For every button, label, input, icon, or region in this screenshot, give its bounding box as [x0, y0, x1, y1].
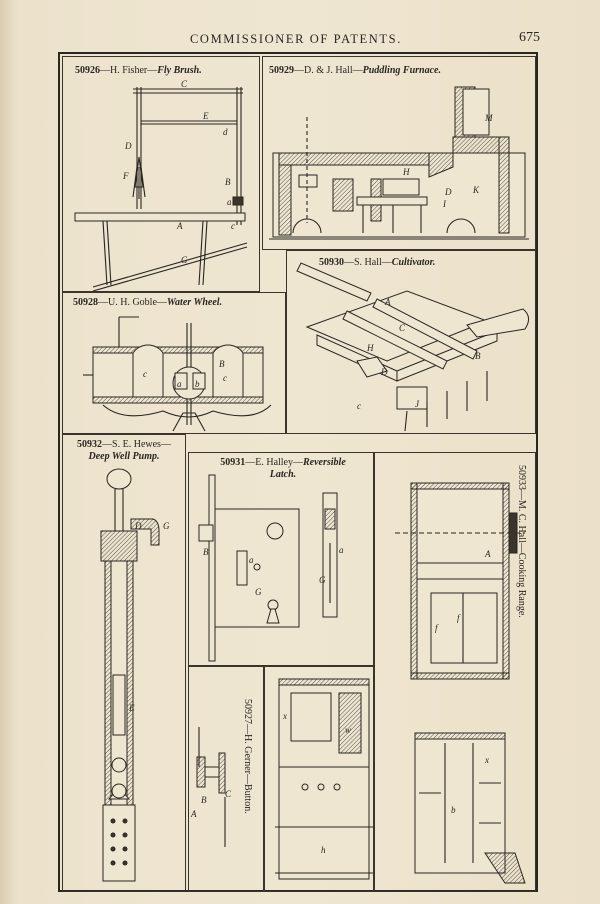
svg-text:J: J: [415, 399, 420, 409]
panel-deep-well-pump: 50932—S. E. Hewes— Deep Well Pump.: [62, 434, 186, 892]
svg-text:D: D: [124, 141, 132, 151]
range-detail-drawing: h x w: [275, 678, 373, 880]
panel-cooking-range: 50933—M. C. Hall—Cooking Range.: [374, 452, 536, 892]
svg-text:a: a: [227, 197, 232, 207]
svg-text:B: B: [201, 795, 207, 805]
svg-text:B: B: [203, 547, 209, 557]
svg-text:f: f: [435, 623, 439, 633]
svg-text:D: D: [444, 187, 452, 197]
caption-reversible-latch: 50931—E. Halley—Reversible Latch.: [220, 457, 346, 480]
furnace-drawing: M H D K I: [269, 86, 529, 240]
panel-water-wheel: 50928—U. H. Goble—Water Wheel. c a b: [62, 292, 286, 434]
panel-cultivator: 50930—S. Hall—Cultivator. A C H B D J c: [286, 250, 536, 434]
panel-puddling-furnace: 50929—D. & J. Hall—Puddling Furnace.: [262, 56, 536, 250]
svg-text:f: f: [457, 613, 461, 623]
svg-text:c: c: [223, 373, 227, 383]
illustration-plate: 50926—H. Fisher—Fly Brush.: [58, 52, 538, 892]
caption-cultivator: 50930—S. Hall—Cultivator.: [319, 257, 436, 268]
svg-text:B: B: [219, 359, 225, 369]
svg-text:A: A: [190, 809, 197, 819]
svg-text:M: M: [484, 113, 493, 123]
svg-text:D: D: [134, 521, 142, 531]
svg-text:a: a: [249, 555, 254, 565]
svg-text:A: A: [176, 221, 183, 231]
svg-text:H: H: [402, 167, 410, 177]
caption-deep-well-pump: 50932—S. E. Hewes— Deep Well Pump.: [77, 439, 171, 462]
svg-text:B: B: [475, 351, 481, 361]
button-drawing: AB C: [190, 727, 232, 847]
svg-text:E: E: [128, 703, 135, 713]
svg-text:C: C: [399, 323, 406, 333]
svg-text:c: c: [143, 369, 147, 379]
svg-text:A: A: [484, 549, 491, 559]
panel-fly-brush: 50926—H. Fisher—Fly Brush.: [62, 56, 260, 292]
caption-fly-brush: 50926—H. Fisher—Fly Brush.: [75, 65, 202, 76]
svg-text:a: a: [177, 379, 182, 389]
svg-text:b: b: [195, 379, 200, 389]
svg-text:C: C: [181, 79, 188, 89]
svg-text:F: F: [122, 171, 129, 181]
svg-text:c: c: [357, 401, 361, 411]
fly-brush-drawing: C Ed D F B a c A G: [74, 79, 248, 291]
running-title: COMMISSIONER OF PATENTS.: [190, 32, 402, 46]
svg-text:b: b: [451, 805, 456, 815]
svg-text:E: E: [202, 111, 209, 121]
svg-text:D: D: [380, 367, 388, 377]
caption-water-wheel: 50928—U. H. Goble—Water Wheel.: [73, 297, 223, 308]
svg-text:d: d: [223, 127, 228, 137]
svg-text:G: G: [319, 575, 326, 585]
page-number: 675: [519, 30, 540, 45]
page-header: COMMISSIONER OF PATENTS. 675: [60, 30, 540, 52]
cooking-range-drawing: f f A x b: [395, 482, 526, 884]
svg-text:x: x: [484, 755, 489, 765]
caption-puddling-furnace: 50929—D. & J. Hall—Puddling Furnace.: [269, 65, 441, 76]
svg-text:h: h: [321, 845, 326, 855]
svg-text:H: H: [366, 343, 374, 353]
svg-text:G: G: [181, 255, 188, 265]
water-wheel-drawing: c a b Bc: [83, 316, 272, 432]
svg-text:I: I: [442, 199, 447, 209]
svg-text:a: a: [339, 545, 344, 555]
svg-text:B: B: [225, 177, 231, 187]
svg-text:x: x: [282, 711, 287, 721]
svg-text:A: A: [384, 297, 391, 307]
svg-text:K: K: [472, 185, 480, 195]
svg-text:G: G: [163, 521, 170, 531]
svg-text:C: C: [225, 789, 232, 799]
svg-text:G: G: [255, 587, 262, 597]
svg-text:w: w: [345, 725, 351, 735]
latch-drawing: BaG aG: [198, 474, 344, 662]
panel-range-detail: h x w: [264, 666, 374, 892]
cultivator-drawing: A C H B D J c: [296, 262, 529, 432]
svg-text:c: c: [231, 221, 235, 231]
pump-drawing: D G E: [100, 468, 170, 882]
